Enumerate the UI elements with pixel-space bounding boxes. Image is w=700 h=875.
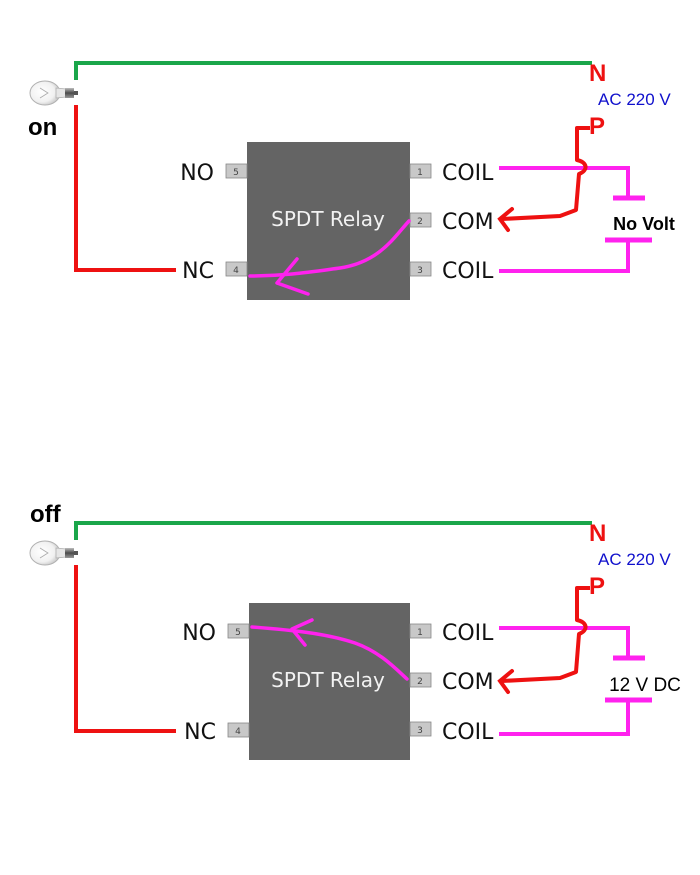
coil-supply-label: No Volt [613,214,675,234]
pin-coil-label: COIL [442,720,494,745]
neutral-label: N [589,60,606,87]
bulb-icon [29,540,78,566]
panel-on: on SPDT Relay 5 NO 4 NC 1 COIL 2 COM 3 C… [28,60,675,300]
relay-title: SPDT Relay [271,668,385,692]
pin-2-number: 2 [417,217,423,227]
contact-arrowhead [275,257,310,296]
pin-4 [225,261,248,277]
coil-wire-bottom [499,240,630,273]
phase-wire [501,586,590,683]
pin-1 [409,163,432,179]
pin-com-label: COM [442,210,494,235]
pin-1 [409,623,432,639]
coil-wire-bottom [499,700,630,736]
pin-coil-label: COIL [442,259,494,284]
pin-3-number: 3 [417,266,423,276]
pin-com-label: COM [442,670,494,695]
pin-no-label: NO [180,161,214,186]
pin-5 [225,163,248,179]
phase-label: P [589,113,605,140]
pin-2-number: 2 [417,677,423,687]
state-label-on: on [28,114,57,141]
lamp-to-nc-wire [74,105,176,272]
pin-1-number: 1 [417,628,423,638]
pin-coil-label: COIL [442,621,494,646]
panel-off: off SPDT Relay 5 NO 4 NC 1 COIL 2 COM 3 … [29,501,681,760]
pin-5-number: 5 [235,628,241,638]
pin-coil-label: COIL [442,161,494,186]
pin-3 [409,721,432,737]
contact-arrow [248,219,411,278]
pin-5-number: 5 [233,168,239,178]
pin-4-number: 4 [233,266,239,276]
phase-wire [501,126,590,221]
contact-arrow [250,625,409,681]
coil-supply-label: 12 V DC [609,675,681,696]
pin-2 [409,672,432,688]
pin-no-label: NO [182,621,216,646]
neutral-label: N [589,520,606,547]
phase-arrowhead [497,669,514,694]
relay-title: SPDT Relay [271,207,385,231]
phase-label: P [589,573,605,600]
state-label-off: off [30,501,62,528]
pin-5 [227,623,250,639]
contact-arrowhead [290,618,314,647]
bulb-icon [29,80,78,106]
ac-voltage-label: AC 220 V [598,90,671,109]
pin-nc-label: NC [184,720,216,745]
pin-1-number: 1 [417,168,423,178]
neutral-wire [74,521,592,540]
pin-3 [409,261,432,277]
phase-arrowhead [497,207,514,232]
ac-voltage-label: AC 220 V [598,550,671,569]
pin-4-number: 4 [235,727,241,737]
coil-wire-top [499,626,630,658]
pin-nc-label: NC [182,259,214,284]
pin-4 [227,722,250,738]
coil-wire-top [499,166,630,198]
lamp-to-nc-wire [74,565,176,733]
pin-3-number: 3 [417,726,423,736]
neutral-wire [74,61,592,80]
